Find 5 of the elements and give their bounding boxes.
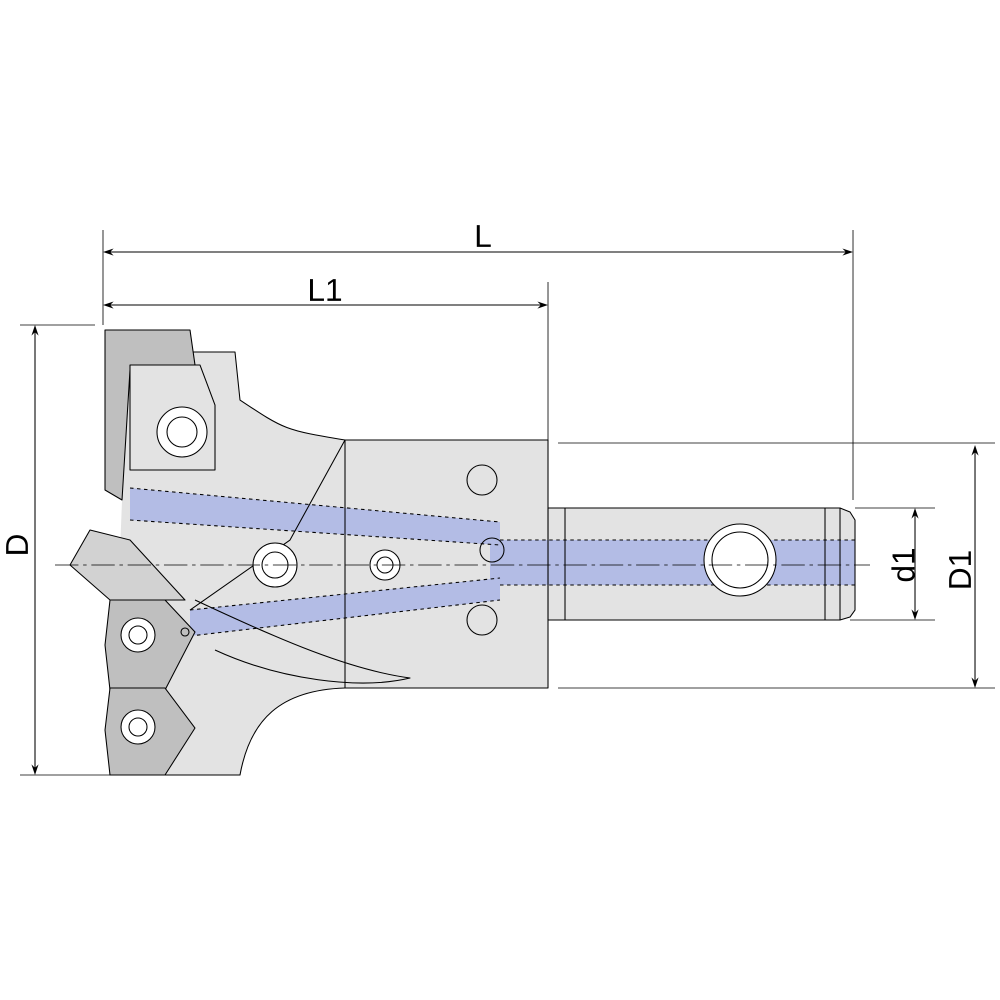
dimension-label: D1: [949, 551, 971, 588]
dimension-label: d1: [891, 548, 915, 582]
dimension-label: L: [476, 225, 491, 247]
dimension-label: L1: [310, 279, 342, 301]
dimension-label: D: [6, 535, 28, 554]
